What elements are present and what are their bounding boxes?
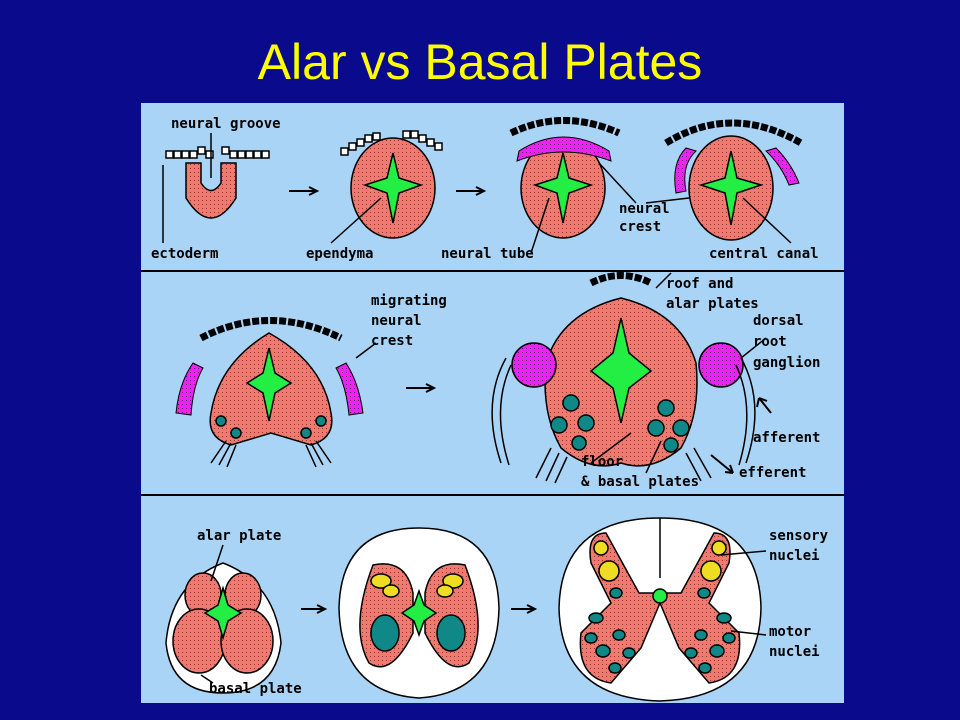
development-diagram: neural groove ectoderm ependyma neural t… bbox=[141, 116, 844, 702]
label-neural-tube: neural tube bbox=[441, 246, 534, 262]
intermediate-nuclei-stage bbox=[338, 527, 500, 699]
alar-basal-plate-stage bbox=[165, 544, 282, 694]
label-migrating-neural: neural bbox=[371, 313, 422, 329]
label-efferent: efferent bbox=[739, 465, 806, 481]
label-sensory: sensory bbox=[769, 528, 829, 544]
arrow-icon bbox=[301, 604, 328, 614]
label-floor: floor bbox=[581, 454, 623, 470]
arrow-icon bbox=[406, 383, 437, 393]
label-afferent: afferent bbox=[753, 430, 820, 446]
label-neural-crest-1: neural bbox=[619, 201, 670, 217]
label-migrating-crest: crest bbox=[371, 333, 413, 349]
neural-crest-stage bbox=[509, 117, 637, 254]
label-basal-plates: & basal plates bbox=[581, 474, 699, 490]
label-neural-groove: neural groove bbox=[171, 116, 281, 132]
label-alar-plate: alar plate bbox=[197, 528, 281, 544]
label-ependyma: ependyma bbox=[306, 246, 373, 262]
neural-groove-stage bbox=[162, 133, 270, 243]
label-ganglion: ganglion bbox=[753, 355, 820, 371]
label-dorsal: dorsal bbox=[753, 313, 804, 329]
label-basal-plate: basal plate bbox=[209, 681, 302, 697]
label-migrating: migrating bbox=[371, 293, 447, 309]
dorsal-root-ganglion-stage bbox=[491, 272, 772, 484]
arrow-icon bbox=[511, 604, 538, 614]
slide-title: Alar vs Basal Plates bbox=[257, 34, 703, 90]
label-ectoderm: ectoderm bbox=[151, 246, 218, 262]
neural-tube-stage bbox=[330, 130, 443, 244]
label-motor: motor bbox=[769, 624, 811, 640]
mature-spinal-cord-stage bbox=[558, 517, 767, 702]
arrow-icon bbox=[289, 186, 320, 196]
migrating-crest-stage bbox=[175, 317, 377, 468]
label-root: root bbox=[753, 334, 787, 350]
neural-tube-development-figure: neural groove ectoderm ependyma neural t… bbox=[141, 103, 844, 703]
label-central-canal: central canal bbox=[709, 246, 819, 262]
label-motor-nuclei: nuclei bbox=[769, 644, 820, 660]
central-canal-stage bbox=[645, 119, 803, 244]
label-neural-crest-2: crest bbox=[619, 219, 661, 235]
label-alar-plates: alar plates bbox=[666, 296, 759, 312]
arrow-icon bbox=[456, 186, 487, 196]
label-sensory-nuclei: nuclei bbox=[769, 548, 820, 564]
label-roof-and: roof and bbox=[666, 276, 733, 292]
